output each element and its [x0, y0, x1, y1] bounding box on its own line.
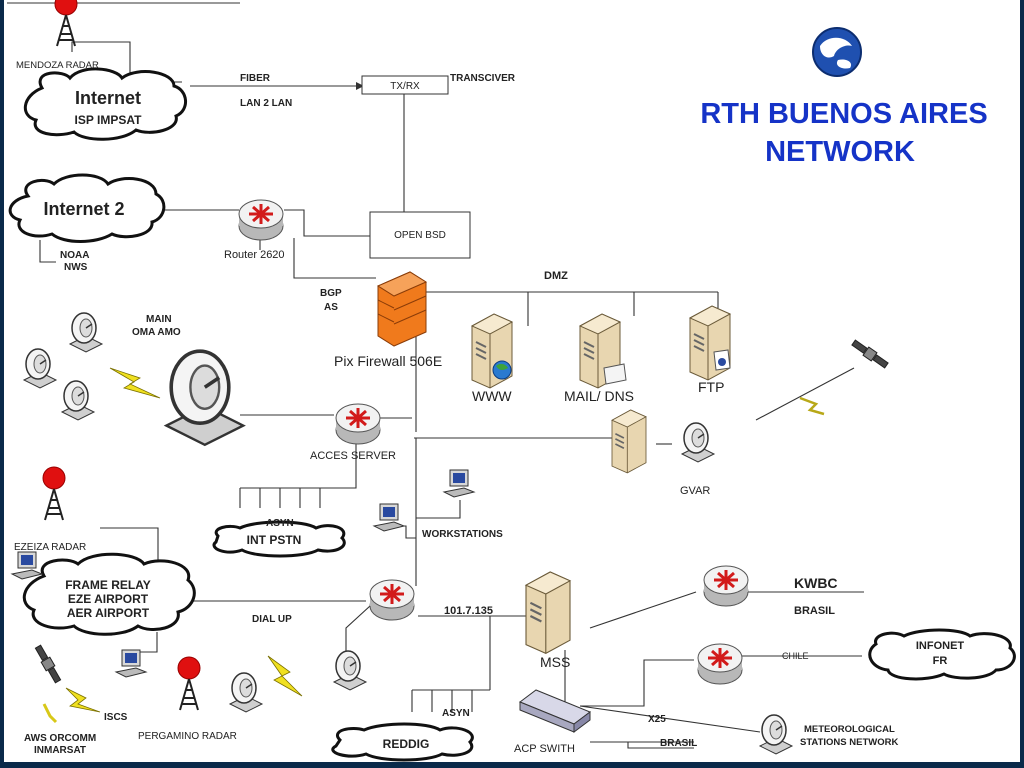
openbsd-label: OPEN BSD [394, 230, 446, 241]
iscs-label: ISCS [104, 712, 128, 723]
satellite-dish-icon [62, 381, 94, 420]
router-icon [370, 580, 414, 620]
met-stations-label-1: METEOROLOGICAL [804, 724, 895, 735]
noaa-label: NOAA [60, 250, 89, 261]
satellite-icon [34, 644, 63, 684]
server-icon [580, 314, 626, 388]
nws-label: NWS [64, 262, 88, 273]
isp-label: ISP IMPSAT [75, 113, 143, 127]
title-line2: NETWORK [765, 136, 915, 168]
dial-up-label: DIAL UP [252, 614, 292, 625]
ftp-label: FTP [698, 379, 724, 395]
network-diagram: Internet ISP IMPSAT Internet 2 INT PSTN … [4, 0, 1020, 762]
firewall-icon [378, 272, 426, 346]
server-icon [526, 572, 570, 653]
satellite-icon [851, 338, 890, 369]
lan2lan-label: LAN 2 LAN [240, 98, 292, 109]
router-icon [704, 566, 748, 606]
frame-relay-label: FRAME RELAY [65, 578, 151, 592]
pergamino-radar-label: PERGAMINO RADAR [138, 731, 237, 742]
frame-relay-cloud: FRAME RELAY EZE AIRPORT AER AIRPORT [24, 554, 194, 634]
mendoza-radar-label: MENDOZA RADAR [16, 60, 99, 71]
ezeiza-radar-label: EZEIZA RADAR [14, 542, 86, 553]
router-icon [698, 644, 742, 684]
server-icon [690, 306, 730, 380]
internet2-cloud: Internet 2 [10, 175, 164, 242]
router2620-label: Router 2620 [224, 249, 285, 261]
aws-orcomm-label: AWS ORCOMM [24, 733, 96, 744]
infonet-label: INFONET [916, 640, 965, 652]
satellite-dish-icon [24, 349, 56, 388]
gvar-label: GVAR [680, 485, 710, 497]
globe-logo-icon [813, 28, 861, 76]
workstation-icon [12, 552, 42, 579]
satellite-dish-icon [334, 651, 366, 690]
title-line1: RTH BUENOS AIRES [700, 98, 987, 130]
asyn-label-2: ASYN [442, 708, 470, 719]
reddig-cloud: REDDIG [333, 724, 473, 760]
as-label: AS [324, 302, 338, 313]
switch-icon [520, 690, 590, 732]
server-icon [472, 314, 512, 388]
main-label: MAIN [146, 314, 172, 325]
bgp-label: BGP [320, 288, 342, 299]
satellite-dish-icon [230, 673, 262, 712]
chile-label: CHILE [782, 651, 809, 661]
internet-cloud: Internet ISP IMPSAT [25, 69, 185, 139]
satellite-dish-icon [682, 423, 714, 462]
reddig-label: REDDIG [383, 737, 430, 751]
met-stations-label-2: STATIONS NETWORK [800, 737, 898, 748]
satellite-dish-icon [760, 715, 792, 754]
oma-amo-label: OMA AMO [132, 327, 181, 338]
int-pstn-label: INT PSTN [247, 533, 302, 547]
acp-switch-label: ACP SWITH [514, 743, 575, 755]
slide-canvas: Internet ISP IMPSAT Internet 2 INT PSTN … [4, 0, 1020, 762]
txrx-box: TX/RX [362, 76, 448, 94]
ip-label: 101.7.135 [444, 605, 493, 617]
kwbc-label: KWBC [794, 575, 838, 591]
workstation-icon [374, 504, 404, 531]
asyn-label-1: ASYN [266, 518, 294, 529]
fr-label: FR [933, 655, 948, 667]
dmz-label: DMZ [544, 270, 568, 282]
inmarsat-label: INMARSAT [34, 745, 86, 756]
workstations-label: WORKSTATIONS [422, 529, 503, 540]
brasil-label-1: BRASIL [794, 605, 835, 617]
www-label: WWW [472, 388, 512, 404]
aer-airport-label: AER AIRPORT [67, 606, 150, 620]
openbsd-box: OPEN BSD [370, 212, 470, 258]
router-icon [239, 200, 283, 240]
satellite-dish-icon [166, 351, 243, 445]
txrx-label: TX/RX [390, 81, 420, 92]
mss-label: MSS [540, 654, 570, 670]
infonet-cloud: INFONET FR [870, 630, 1015, 679]
radar-tower-icon [178, 657, 200, 710]
firewall-label: Pix Firewall 506E [334, 353, 442, 369]
radar-tower-icon [55, 0, 77, 46]
mail-dns-label: MAIL/ DNS [564, 388, 634, 404]
fiber-label: FIBER [240, 73, 271, 84]
eze-airport-label: EZE AIRPORT [68, 592, 149, 606]
radar-tower-icon [43, 467, 65, 520]
brasil-label-2: BRASIL [660, 738, 697, 749]
workstation-icon [444, 470, 474, 497]
transceiver-label: TRANSCIVER [450, 73, 516, 84]
router-icon [336, 404, 380, 444]
workstation-icon [116, 650, 146, 677]
x25-label: X25 [648, 714, 666, 725]
acces-server-label: ACCES SERVER [310, 450, 396, 462]
server-icon [612, 410, 646, 473]
internet2-label: Internet 2 [43, 199, 124, 219]
satellite-dish-icon [70, 313, 102, 352]
internet-label: Internet [75, 88, 141, 108]
